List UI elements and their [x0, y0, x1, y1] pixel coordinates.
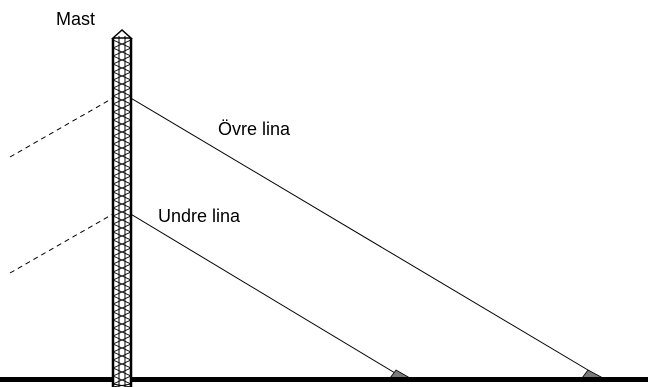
- mast-lattice-brace: [112, 375, 132, 385]
- mast-lattice-brace: [112, 223, 132, 233]
- mast-lattice-brace: [112, 79, 132, 89]
- mast-lattice-brace: [112, 319, 132, 329]
- mast-lattice-brace: [112, 279, 132, 289]
- mast-lattice-brace: [112, 359, 132, 369]
- mast-lattice-brace: [112, 287, 132, 297]
- mast-lattice-brace: [112, 63, 132, 73]
- mast-lattice-brace: [112, 135, 132, 145]
- mast-lattice-brace: [112, 191, 132, 201]
- lower-line-dashed-extension: [9, 209, 121, 274]
- mast-lattice-brace: [112, 207, 132, 217]
- mast-lattice-brace: [112, 231, 132, 241]
- mast-lattice-brace: [112, 143, 132, 153]
- mast-lattice-brace: [112, 175, 132, 185]
- mast-lattice-brace: [112, 111, 132, 121]
- mast-lattice-brace: [112, 351, 132, 361]
- upper-line-label: Övre lina: [218, 119, 291, 139]
- mast-lattice-brace: [112, 71, 132, 81]
- mast-lattice-brace: [112, 239, 132, 249]
- ground-line: [0, 377, 648, 382]
- mast-tower: [111, 28, 133, 387]
- mast-lattice-brace: [112, 343, 132, 353]
- mast-lattice-brace: [112, 311, 132, 321]
- mast-label: Mast: [56, 9, 95, 29]
- mast-lattice-brace: [112, 263, 132, 273]
- upper-line-anchor: [581, 369, 604, 379]
- mast-lattice-brace: [112, 183, 132, 193]
- mast-lattice-brace: [112, 335, 132, 345]
- upper-line-dashed-extension: [9, 93, 121, 158]
- lower-line-anchor: [389, 369, 412, 379]
- mast-lattice-brace: [112, 295, 132, 305]
- mast-lattice-brace: [112, 199, 132, 209]
- mast-lattice-brace: [112, 159, 132, 169]
- mast-lattice-brace: [112, 367, 132, 377]
- mast-lattice-brace: [112, 327, 132, 337]
- mast-lattice-brace: [112, 127, 132, 137]
- mast-lattice-brace: [112, 151, 132, 161]
- lower-guy-wire: [123, 209, 401, 377]
- upper-guy-wire: [123, 93, 599, 377]
- mast-lattice-brace: [112, 119, 132, 129]
- mast-lattice-brace: [112, 271, 132, 281]
- mast-lattice-brace: [112, 87, 132, 97]
- mast-lattice-brace: [112, 255, 132, 265]
- mast-lattice-brace: [112, 303, 132, 313]
- mast-lattice-brace: [112, 47, 132, 57]
- lower-line-label: Undre lina: [158, 206, 241, 226]
- mast-lattice-brace: [112, 215, 132, 225]
- mast-lattice-brace: [112, 39, 132, 49]
- mast-lattice-brace: [112, 95, 132, 105]
- mast-lattice-brace: [112, 247, 132, 257]
- mast-lattice-brace: [112, 103, 132, 113]
- mast-lattice-brace: [112, 167, 132, 177]
- mast-lattice-brace: [112, 55, 132, 65]
